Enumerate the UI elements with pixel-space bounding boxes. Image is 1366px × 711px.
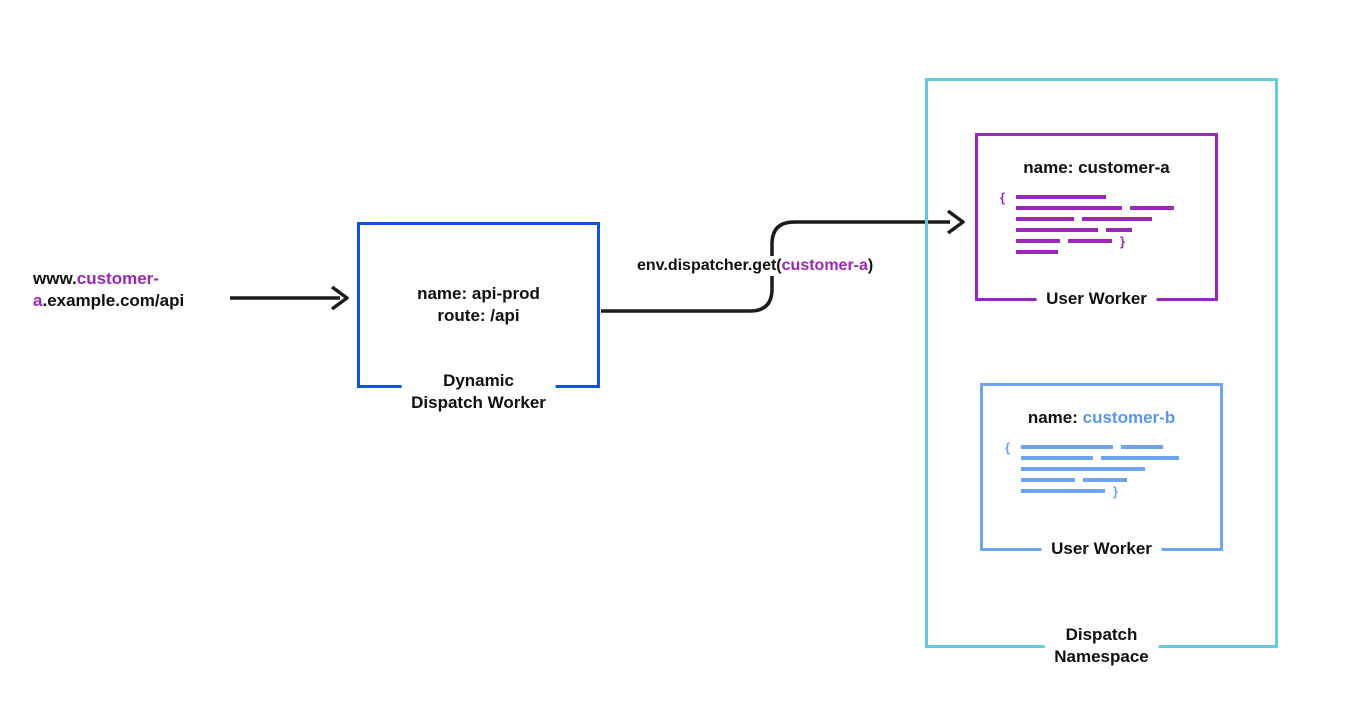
- url-part-customer: customer-: [76, 269, 159, 288]
- worker-a-label: User Worker: [1036, 288, 1157, 310]
- namespace-label-line1: Dispatch: [1065, 625, 1138, 644]
- open-brace-glyph: {: [1000, 191, 1005, 205]
- worker-b-name-value: customer-b: [1082, 408, 1176, 427]
- call-arg: customer-a: [781, 257, 868, 274]
- dispatch-worker-config: name: api-prod route: /api: [417, 283, 540, 327]
- dispatch-namespace-label: Dispatch Namespace: [1044, 624, 1159, 668]
- worker-b-label: User Worker: [1041, 538, 1162, 560]
- worker-a-name: name: customer-a: [978, 158, 1215, 178]
- user-worker-b-box: name: customer-b { } User Worker: [980, 383, 1223, 560]
- dispatch-worker-label-line2: Dispatch Worker: [411, 393, 546, 412]
- dispatch-worker-label-line1: Dynamic: [443, 371, 514, 390]
- request-url-line2: a.example.com/api: [33, 290, 184, 312]
- dispatch-namespace-box: Dispatch Namespace: [925, 78, 1278, 668]
- url-part-domain: .example.com/api: [42, 291, 185, 310]
- worker-a-name-value: customer-a: [1078, 158, 1170, 177]
- code-lines-icon: { }: [1000, 191, 1174, 254]
- request-url: www.customer- a.example.com/api: [33, 268, 184, 312]
- call-suffix: ): [867, 257, 874, 274]
- close-brace-glyph: }: [1113, 484, 1118, 499]
- dispatch-worker-label: Dynamic Dispatch Worker: [401, 370, 556, 414]
- close-brace-glyph: }: [1120, 234, 1125, 249]
- dispatcher-get-call-label: env.dispatcher.get(customer-a): [634, 256, 877, 276]
- request-arrowhead-icon: [330, 285, 349, 311]
- url-part-a: a: [33, 291, 43, 310]
- namespace-label-line2: Namespace: [1054, 647, 1149, 666]
- user-worker-a-box: name: customer-a { } User Worker: [975, 133, 1218, 310]
- request-url-line1: www.customer-: [33, 268, 184, 290]
- dispatch-arrowhead-icon: [946, 209, 965, 235]
- worker-a-name-prefix: name:: [1023, 158, 1079, 177]
- code-lines-icon: { }: [1005, 441, 1179, 499]
- dynamic-dispatch-worker-box: name: api-prod route: /api Dynamic Dispa…: [357, 222, 600, 414]
- call-prefix: env.dispatcher.get(: [637, 257, 782, 274]
- open-brace-glyph: {: [1005, 441, 1010, 455]
- dispatch-worker-route: route: /api: [437, 306, 520, 325]
- url-part-www: www.: [33, 269, 77, 288]
- worker-b-name: name: customer-b: [983, 408, 1220, 428]
- dispatch-worker-name: name: api-prod: [417, 284, 540, 303]
- worker-b-name-prefix: name:: [1027, 408, 1083, 427]
